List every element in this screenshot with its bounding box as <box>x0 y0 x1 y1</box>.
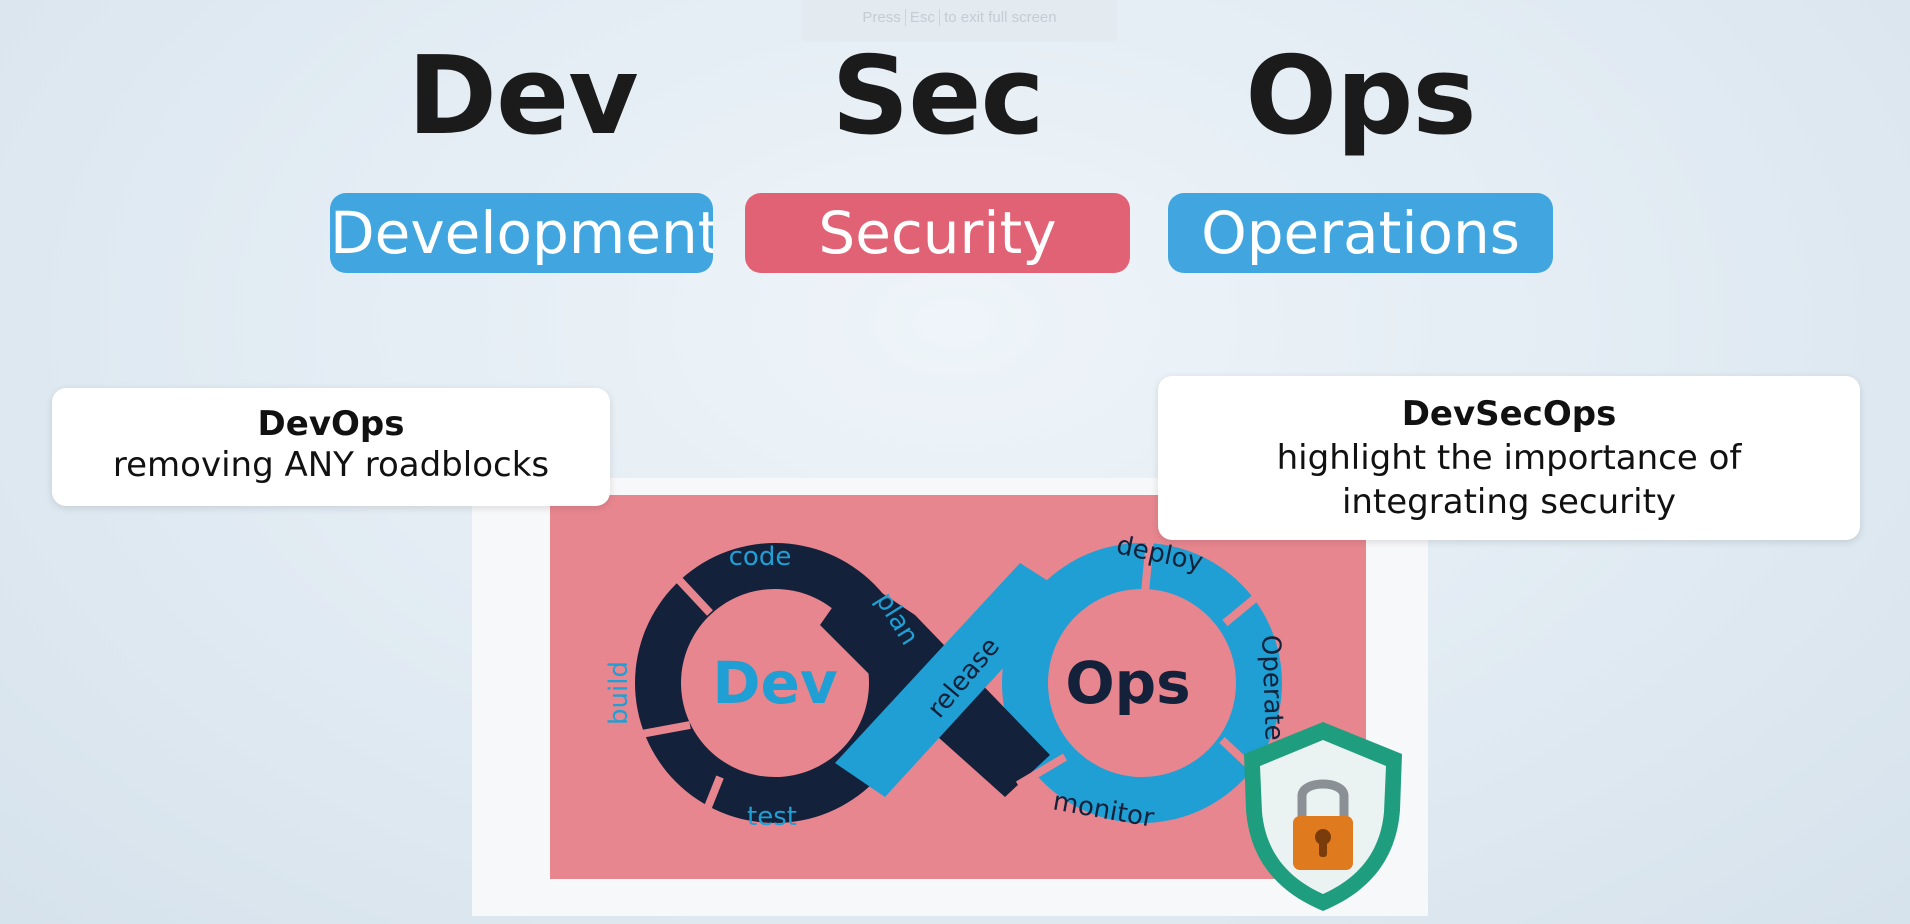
stage-test: test <box>747 802 797 832</box>
fullscreen-hint-post: to exit full screen <box>944 9 1057 26</box>
pill-operations: Operations <box>1168 193 1553 273</box>
fullscreen-hint: Press Esc to exit full screen <box>802 0 1117 42</box>
heading-sec: Sec <box>831 34 1044 159</box>
devops-card-description: removing ANY roadblocks <box>112 445 550 485</box>
fullscreen-hint-key: Esc <box>904 9 940 26</box>
devsecops-card-line2: integrating security <box>1341 482 1677 522</box>
devops-infinity-diagram: code plan build test release deploy Oper… <box>550 495 1366 879</box>
ops-loop-hole <box>1048 589 1236 777</box>
stage-operate: Operate <box>1255 634 1289 741</box>
devops-card: DevOps removing ANY roadblocks <box>52 388 610 506</box>
dev-center-label: Dev <box>712 649 837 717</box>
pill-security: Security <box>745 193 1130 273</box>
ops-center-label: Ops <box>1065 649 1190 717</box>
heading-dev: Dev <box>407 34 638 159</box>
dev-loop-hole <box>681 589 869 777</box>
pill-development: Development <box>330 193 713 273</box>
stage-build: build <box>604 661 634 725</box>
stage-code: code <box>729 542 792 572</box>
shield-lock-icon <box>1244 722 1402 911</box>
release-band <box>835 563 1070 797</box>
fullscreen-hint-pre: Press <box>862 9 901 26</box>
devops-card-title: DevOps <box>257 404 405 444</box>
heading-ops: Ops <box>1245 34 1476 159</box>
devsecops-card: DevSecOps highlight the importance of in… <box>1158 376 1860 540</box>
devsecops-card-title: DevSecOps <box>1401 394 1617 434</box>
devsecops-card-line1: highlight the importance of <box>1276 438 1742 478</box>
